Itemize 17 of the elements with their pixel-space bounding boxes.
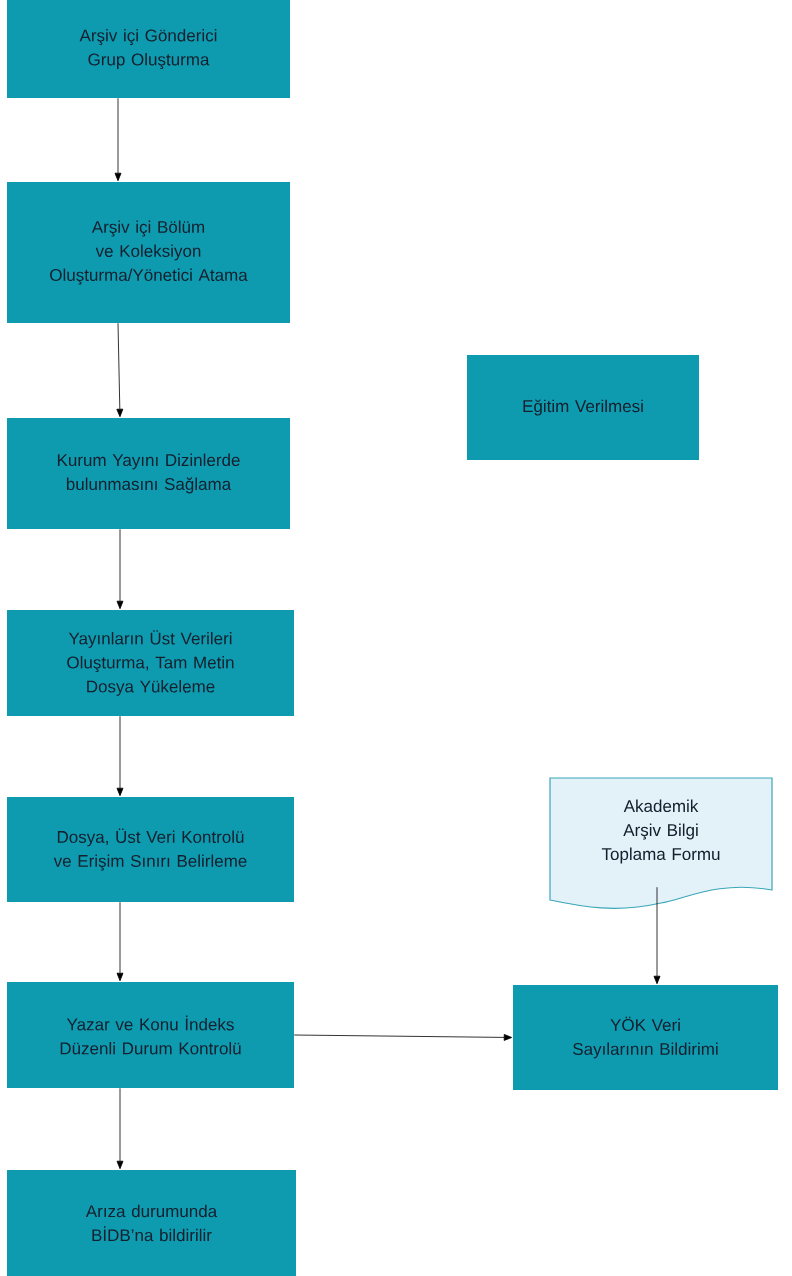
arrow [116, 1087, 124, 1170]
process-box: Dosya, Üst Veri Kontrolü ve Erişim Sınırı Belirleme [7, 797, 294, 902]
process-box: Arşiv içi Gönderici Grup Oluşturma [7, 0, 290, 98]
process-box: YÖK Veri Sayılarının Bildirimi [513, 985, 778, 1090]
process-box: Kurum Yayını Dizinlerde bulunmasını Sağlama [7, 418, 290, 529]
process-box: Arşiv içi Bölüm ve Koleksiyon Oluşturma/Yönetici Atama [7, 182, 290, 323]
process-box: Yayınların Üst Verileri Oluşturma, Tam Metin Dosya Yükeleme [7, 610, 294, 716]
arrow [293, 1034, 513, 1041]
arrow [653, 886, 661, 985]
process-box: Arıza durumunda BİDB’na bildirilir [7, 1170, 296, 1276]
process-box: Yazar ve Konu İndeks Düzenli Durum Kontrolü [7, 982, 294, 1088]
process-box: Eğitim Verilmesi [467, 355, 699, 460]
arrow [116, 322, 124, 418]
arrow [114, 97, 122, 182]
arrow [116, 715, 124, 797]
arrow [116, 901, 124, 982]
arrow [116, 528, 124, 610]
